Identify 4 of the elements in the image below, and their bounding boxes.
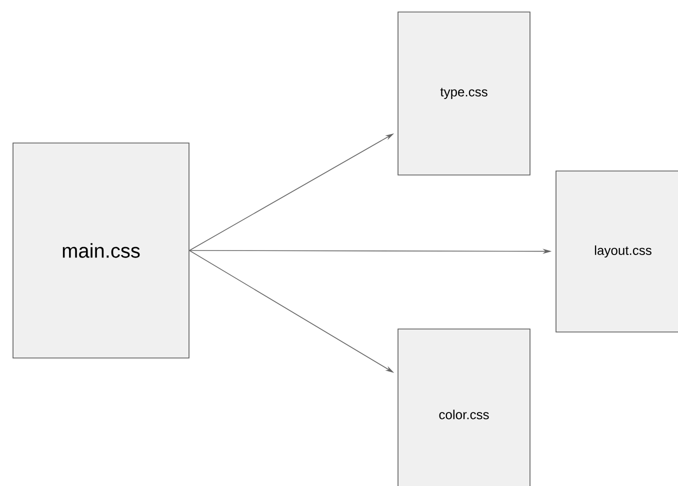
file-box: type.css (398, 12, 530, 176)
file-box: color.css (398, 328, 530, 486)
file-box: main.css (12, 142, 190, 358)
file-box: layout.css (556, 170, 678, 332)
